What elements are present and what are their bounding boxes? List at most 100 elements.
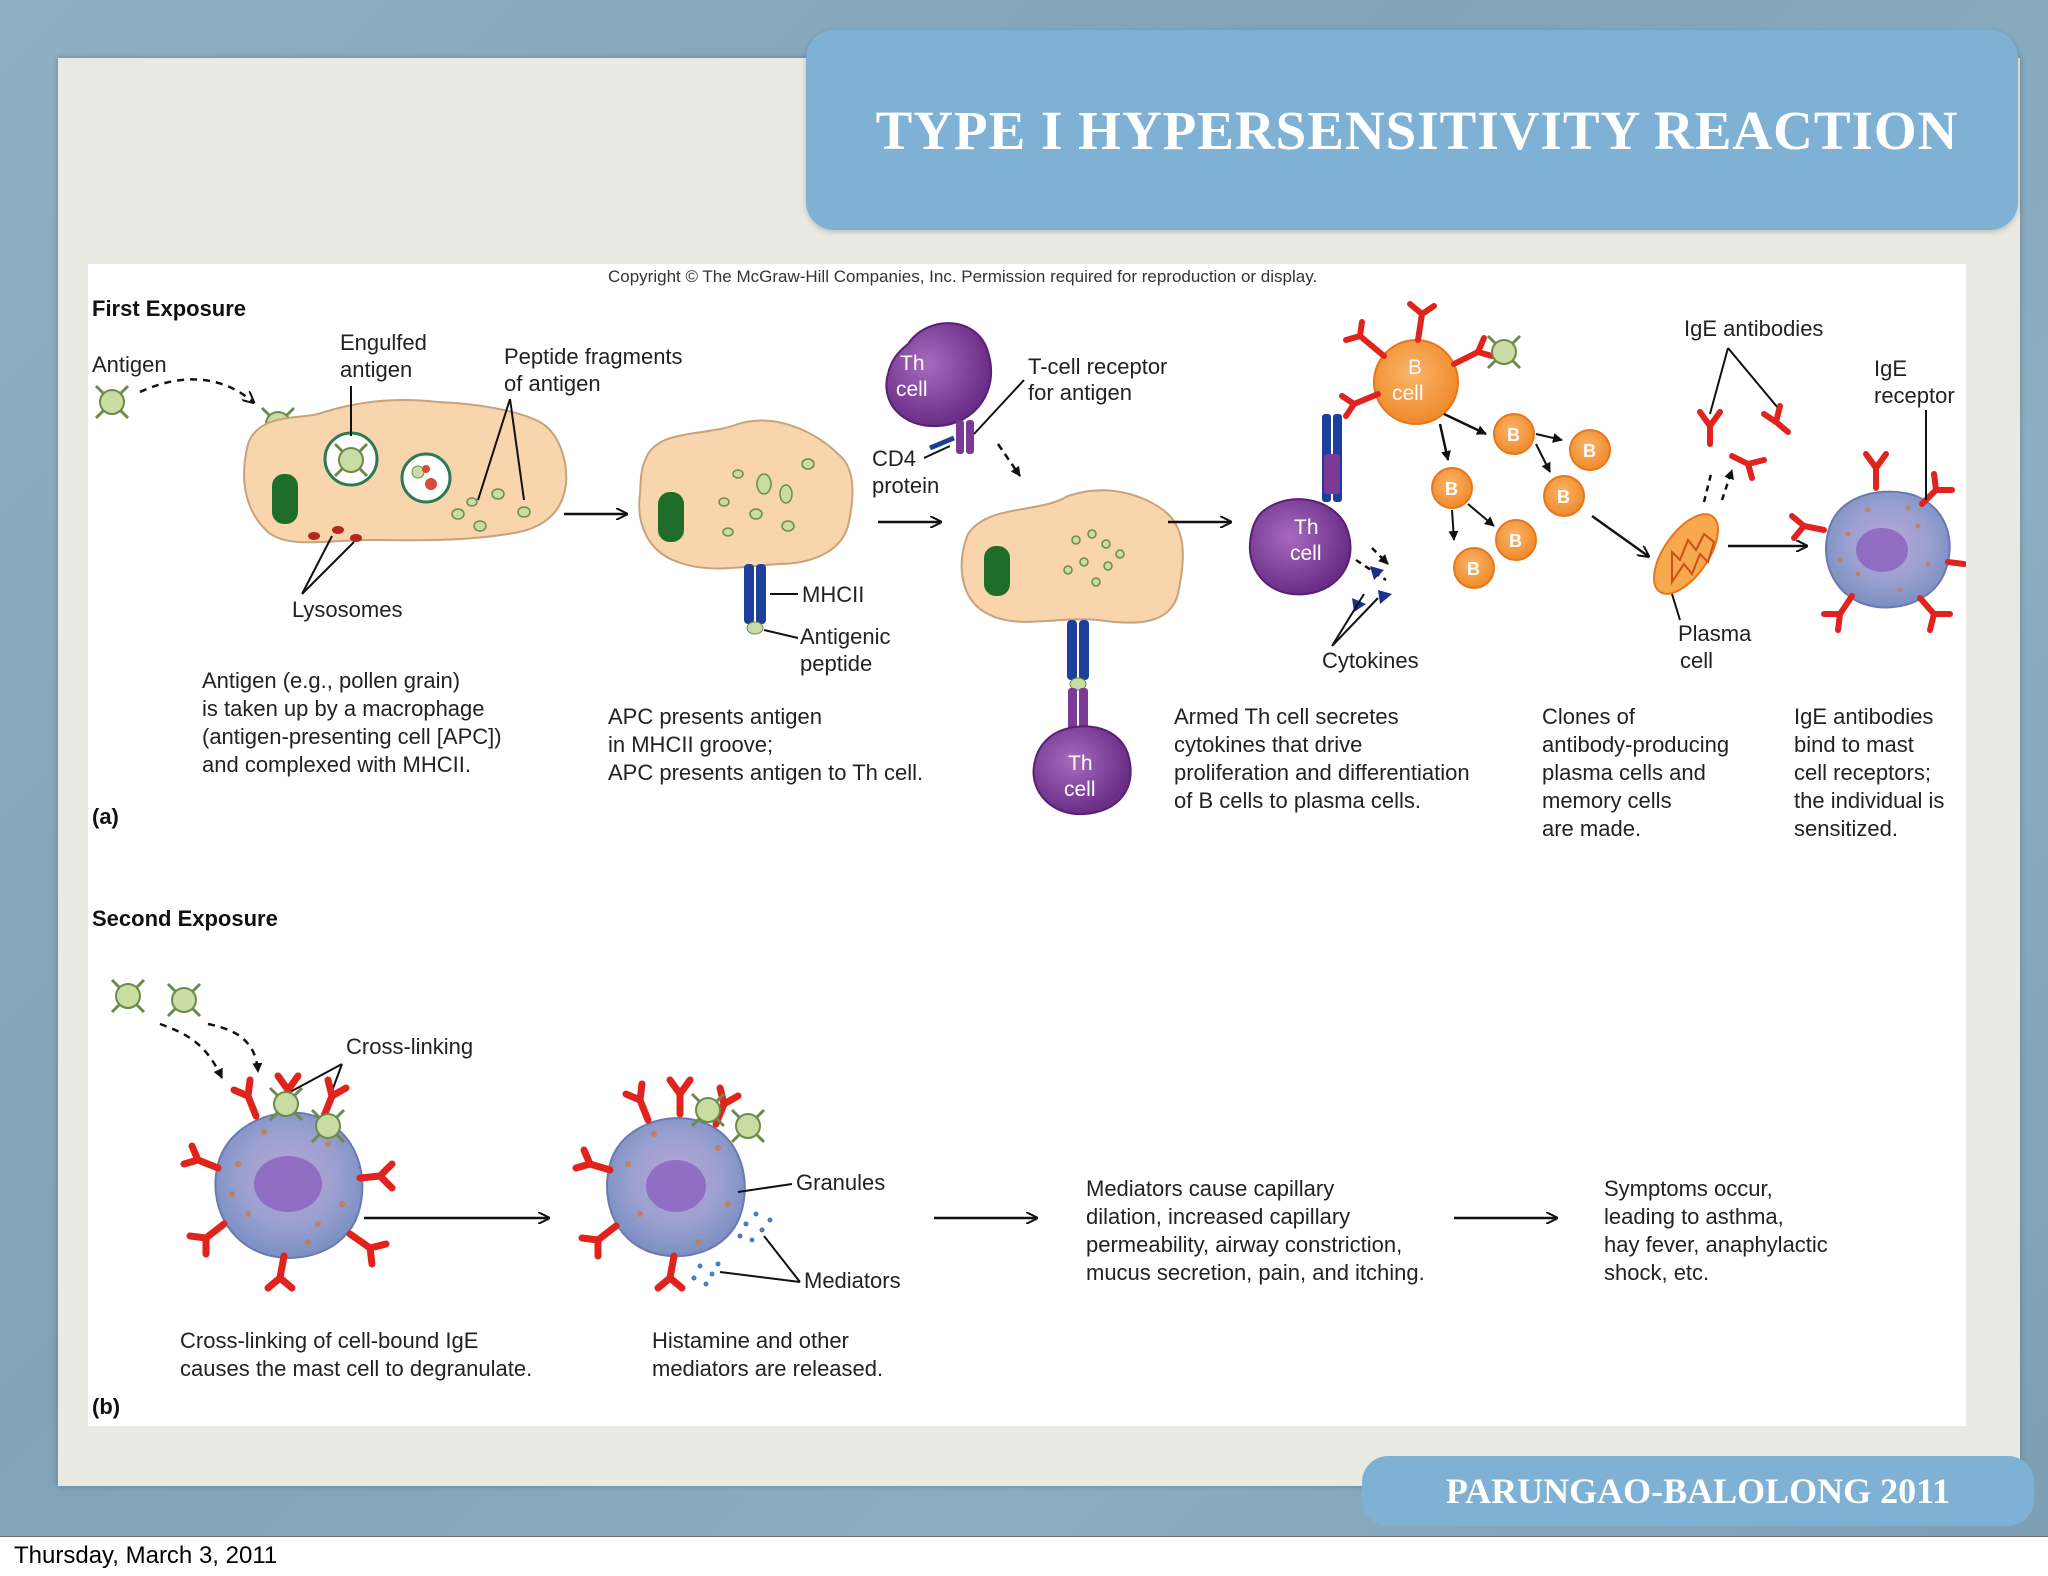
b-label: B (1583, 441, 1596, 461)
panel-label-a: (a) (92, 804, 119, 829)
label-tcr: for antigen (1028, 380, 1132, 405)
fragment (425, 478, 437, 490)
label-mediators: Mediators (804, 1268, 901, 1293)
dashed-arrow (996, 443, 1022, 477)
th-label: Th (900, 352, 925, 375)
leader-line (763, 629, 799, 639)
caption-line: Histamine and other (652, 1328, 849, 1353)
caption-line: dilation, increased capillary (1086, 1204, 1350, 1229)
label-antigen: Antigen (92, 352, 167, 377)
caption-line: Clones of (1542, 704, 1636, 729)
t-cell-receptor (929, 420, 974, 454)
label-cytokines: Cytokines (1322, 648, 1419, 673)
caption-line: sensitized. (1794, 816, 1898, 841)
cell-label: cell (1290, 542, 1322, 565)
cell-label: cell (896, 378, 928, 401)
leader-line (477, 398, 525, 501)
b-label: B (1467, 559, 1480, 579)
caption-line: in MHCII groove; (608, 732, 773, 757)
label-peptide-fragments: of antigen (504, 371, 601, 396)
caption-line: Cross-linking of cell-bound IgE (180, 1328, 478, 1353)
label-granules: Granules (796, 1170, 885, 1195)
caption-line: memory cells (1542, 788, 1672, 813)
caption-line: cytokines that drive (1174, 732, 1362, 757)
caption-line: proliferation and differentiation (1174, 760, 1470, 785)
mast-cell-sensitized (1789, 451, 1966, 633)
peptide-fragments (451, 488, 531, 532)
dashed-arrow (1355, 547, 1388, 582)
caption-line: is taken up by a macrophage (202, 696, 485, 721)
label-cd4: CD4 (872, 446, 916, 471)
leader-line (737, 1183, 793, 1193)
mhcii-molecule (744, 564, 766, 635)
th-label: Th (1068, 752, 1093, 775)
leader-line (1709, 347, 1779, 415)
antigen-icon (268, 1086, 304, 1122)
label-tcr: T-cell receptor (1028, 354, 1167, 379)
leader-line (301, 535, 355, 595)
apc-cell (960, 489, 1184, 624)
caption-line: mediators are released. (652, 1356, 883, 1381)
label-peptide-fragments: Peptide fragments (504, 344, 683, 369)
lysosomes (308, 526, 362, 542)
label-ige-receptor: receptor (1874, 383, 1955, 408)
caption-line: hay fever, anaphylactic (1604, 1232, 1828, 1257)
b-label: B (1445, 479, 1458, 499)
footer-author: PARUNGAO-BALOLONG 2011 (1445, 1471, 1951, 1511)
caption-second-2: Histamine and other mediators are releas… (652, 1328, 883, 1381)
caption-line: APC presents antigen (608, 704, 822, 729)
caption-step-4: Clones of antibody-producing plasma cell… (1542, 704, 1729, 841)
b-cell-clones: B B B B B B (1431, 412, 1611, 589)
plasma-cell (1653, 513, 1719, 595)
leader-line (719, 1235, 801, 1283)
label-plasma-cell: Plasma (1678, 621, 1752, 646)
caption-step-2: APC presents antigen in MHCII groove; AP… (608, 704, 923, 785)
antigen-icon (1486, 334, 1522, 370)
antigen-icon (166, 982, 202, 1018)
leader-line (1671, 593, 1681, 621)
caption-line: APC presents antigen to Th cell. (608, 760, 923, 785)
th-cell: Th cell (1248, 498, 1352, 596)
caption-line: the individual is (1794, 788, 1944, 813)
leader-line (973, 379, 1025, 435)
caption-line: causes the mast cell to degranulate. (180, 1356, 532, 1381)
peptide-fragments (718, 458, 815, 537)
label-antigenic-peptide: Antigenic (800, 624, 891, 649)
b-label: B (1509, 531, 1522, 551)
arrow (1591, 514, 1648, 556)
panel-label-b: (b) (92, 1394, 120, 1419)
copyright-notice: Copyright © The McGraw-Hill Companies, I… (608, 267, 1317, 286)
ige-antibody (1697, 403, 1791, 481)
cell-label: cell (1064, 778, 1096, 801)
b-cell-large: B cell (1339, 301, 1495, 425)
released-mediators (691, 1211, 773, 1287)
caption-line: shock, etc. (1604, 1260, 1709, 1285)
second-exposure-heading: Second Exposure (92, 906, 278, 931)
caption-second-4: Symptoms occur, leading to asthma, hay f… (1604, 1176, 1828, 1285)
caption-line: mucus secretion, pain, and itching. (1086, 1260, 1425, 1285)
dashed-arrow (207, 1022, 263, 1073)
nucleus (984, 546, 1010, 596)
caption-second-1: Cross-linking of cell-bound IgE causes t… (180, 1328, 532, 1381)
caption-line: of B cells to plasma cells. (1174, 788, 1421, 813)
caption-line: are made. (1542, 816, 1641, 841)
leader-line (923, 445, 951, 459)
antigen-icon (110, 978, 146, 1014)
slide-title: TYPE I HYPERSENSITIVITY REACTION (875, 99, 1959, 161)
dashed-arrow (139, 378, 253, 402)
fragment (422, 465, 430, 473)
th-label: Th (1294, 516, 1319, 539)
th-cell: Th cell (1032, 725, 1132, 816)
phagosome (400, 452, 452, 504)
b-label: B (1557, 487, 1570, 507)
apc-cell (638, 419, 854, 570)
b-label: B (1408, 356, 1422, 379)
peptide-fragments (1063, 529, 1125, 587)
label-mhcii: MHCII (802, 582, 864, 607)
antigen-icon (94, 384, 130, 420)
antigen-icon (310, 1108, 346, 1144)
caption-line: Mediators cause capillary (1086, 1176, 1334, 1201)
mhcii-tcr-complex (1067, 620, 1089, 734)
label-engulfed: antigen (340, 357, 412, 382)
caption-line: Antigen (e.g., pollen grain) (202, 668, 460, 693)
